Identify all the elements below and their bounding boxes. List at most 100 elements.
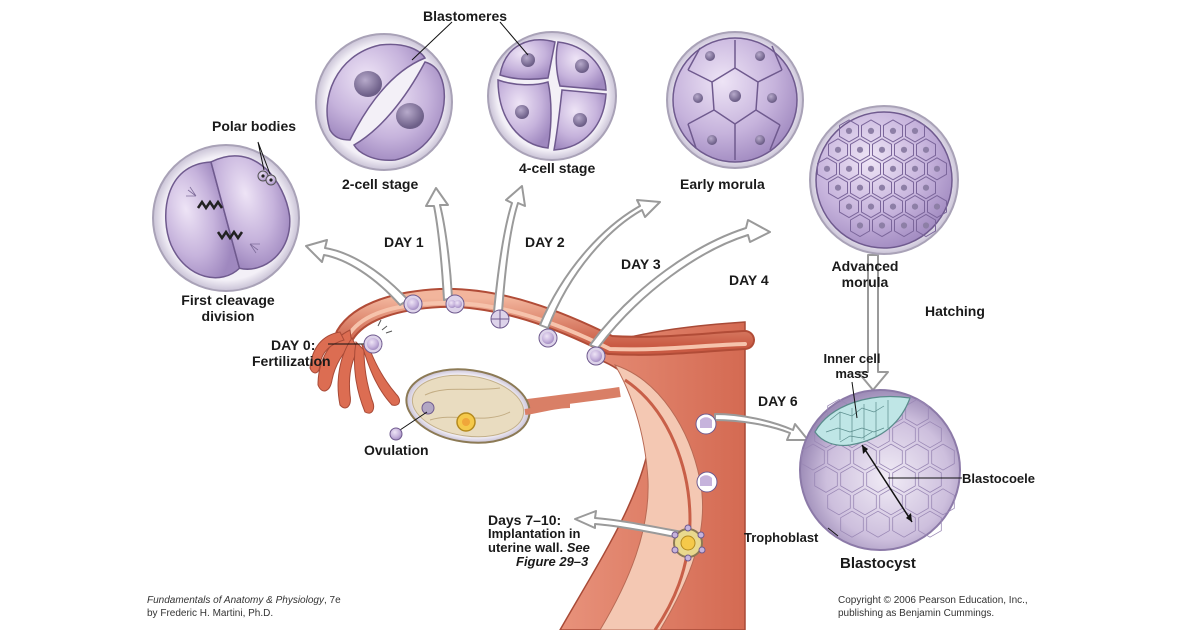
cell-outline bbox=[853, 443, 877, 471]
cell-outline bbox=[840, 510, 864, 538]
cell-outline bbox=[927, 157, 947, 181]
tube-embryos bbox=[363, 294, 718, 562]
cell-nucleus bbox=[911, 127, 919, 134]
cell-nucleus bbox=[845, 127, 853, 134]
footer-book-credit: Fundamentals of Anatomy & Physiology, 7e… bbox=[147, 595, 341, 619]
cell-outline bbox=[840, 465, 864, 493]
cell-outline bbox=[850, 176, 870, 200]
blastocoele-arrow bbox=[861, 444, 913, 523]
cell-outline bbox=[861, 119, 881, 143]
four-cell-stage-cell bbox=[487, 21, 617, 161]
cell-nucleus bbox=[922, 146, 930, 153]
cell-outline bbox=[850, 138, 870, 162]
footer-copyright: Copyright © 2006 Pearson Education, Inc.… bbox=[838, 595, 1028, 619]
label-blastocyst: Blastocyst bbox=[840, 555, 916, 572]
inner-cell-mass bbox=[814, 395, 911, 447]
cell-outline bbox=[905, 195, 925, 219]
cell-outline bbox=[905, 119, 925, 143]
blastocyst-cell bbox=[799, 381, 962, 551]
advanced-morula-cell bbox=[809, 105, 959, 255]
cell-outline bbox=[839, 119, 859, 143]
cell-outline bbox=[828, 176, 848, 200]
uterus-embryo-day6b bbox=[696, 471, 718, 493]
cell-nucleus bbox=[856, 184, 864, 191]
cell-nucleus bbox=[867, 127, 875, 134]
zygote-fertilization bbox=[363, 319, 393, 354]
cell-outline bbox=[892, 510, 916, 538]
cell-outline bbox=[894, 176, 914, 200]
arrow-day2-to-early-morula bbox=[539, 199, 661, 329]
cell-outline bbox=[905, 488, 929, 516]
tube-embryo-day2 bbox=[538, 328, 558, 348]
label-2-cell-stage: 2-cell stage bbox=[342, 176, 419, 192]
label-4-cell-stage: 4-cell stage bbox=[519, 160, 596, 176]
label-implantation: Days 7–10: Implantation in uterine wall.… bbox=[488, 512, 590, 569]
cell-outline bbox=[918, 465, 942, 493]
early-morula-cell bbox=[666, 31, 804, 169]
inner-cell-leader bbox=[851, 381, 858, 419]
cell-outline bbox=[931, 443, 955, 471]
uterus-embryo-day6 bbox=[695, 413, 717, 435]
label-blastocoele: Blastocoele bbox=[962, 471, 1035, 486]
cell-outline bbox=[879, 443, 903, 471]
cell-outline bbox=[872, 176, 892, 200]
cell-nucleus bbox=[867, 203, 875, 210]
label-hatching: Hatching bbox=[925, 303, 985, 319]
cell-outline bbox=[827, 488, 851, 516]
cell-nucleus bbox=[889, 127, 897, 134]
cell-outline bbox=[866, 510, 890, 538]
two-cell-stage-cell bbox=[315, 21, 453, 171]
polar-bodies-leader bbox=[257, 141, 271, 175]
cell-nucleus bbox=[823, 165, 831, 172]
cell-outline bbox=[918, 510, 942, 538]
ovulated-egg bbox=[389, 427, 403, 441]
cell-outline bbox=[916, 138, 936, 162]
cell-outline bbox=[861, 157, 881, 181]
cell-outline bbox=[931, 488, 955, 516]
cell-outline bbox=[839, 195, 859, 219]
cell-nucleus bbox=[900, 222, 908, 229]
cell-outline bbox=[814, 465, 838, 493]
ovulation-leader bbox=[396, 411, 428, 433]
cell-nucleus bbox=[911, 203, 919, 210]
cell-nucleus bbox=[889, 203, 897, 210]
cell-nucleus bbox=[856, 146, 864, 153]
label-trophoblast: Trophoblast bbox=[744, 530, 819, 545]
arrow-to-implantation bbox=[574, 510, 683, 539]
implanting-embryo bbox=[671, 524, 706, 562]
cell-nucleus bbox=[878, 222, 886, 229]
cell-nucleus bbox=[900, 146, 908, 153]
cell-outline bbox=[883, 195, 903, 219]
cell-outline bbox=[872, 213, 892, 238]
arrow-hatching bbox=[857, 254, 889, 391]
cell-outline bbox=[892, 465, 916, 493]
cell-outline bbox=[828, 138, 848, 162]
blastomeres-leader bbox=[411, 21, 453, 61]
cell-nucleus bbox=[911, 165, 919, 172]
cell-outline bbox=[927, 195, 947, 219]
label-day2: DAY 2 bbox=[525, 234, 565, 250]
cell-outline bbox=[817, 157, 837, 181]
tube-embryo-day1 bbox=[445, 294, 465, 314]
cell-outline bbox=[916, 213, 936, 238]
cell-nucleus bbox=[922, 184, 930, 191]
cell-outline bbox=[850, 213, 870, 238]
cell-outline bbox=[894, 213, 914, 238]
blastomeres-leader-2 bbox=[499, 21, 529, 56]
cell-outline bbox=[905, 443, 929, 471]
cell-nucleus bbox=[845, 165, 853, 172]
cell-outline bbox=[916, 176, 936, 200]
cell-nucleus bbox=[834, 146, 842, 153]
tube-embryo-day3 bbox=[586, 346, 606, 366]
cell-nucleus bbox=[878, 146, 886, 153]
cell-outline bbox=[853, 488, 877, 516]
label-day4: DAY 4 bbox=[729, 272, 769, 288]
cell-outline bbox=[918, 421, 942, 449]
cell-outline bbox=[827, 443, 851, 471]
arrow-day6-to-blastocyst bbox=[714, 413, 809, 441]
cell-nucleus bbox=[922, 222, 930, 229]
